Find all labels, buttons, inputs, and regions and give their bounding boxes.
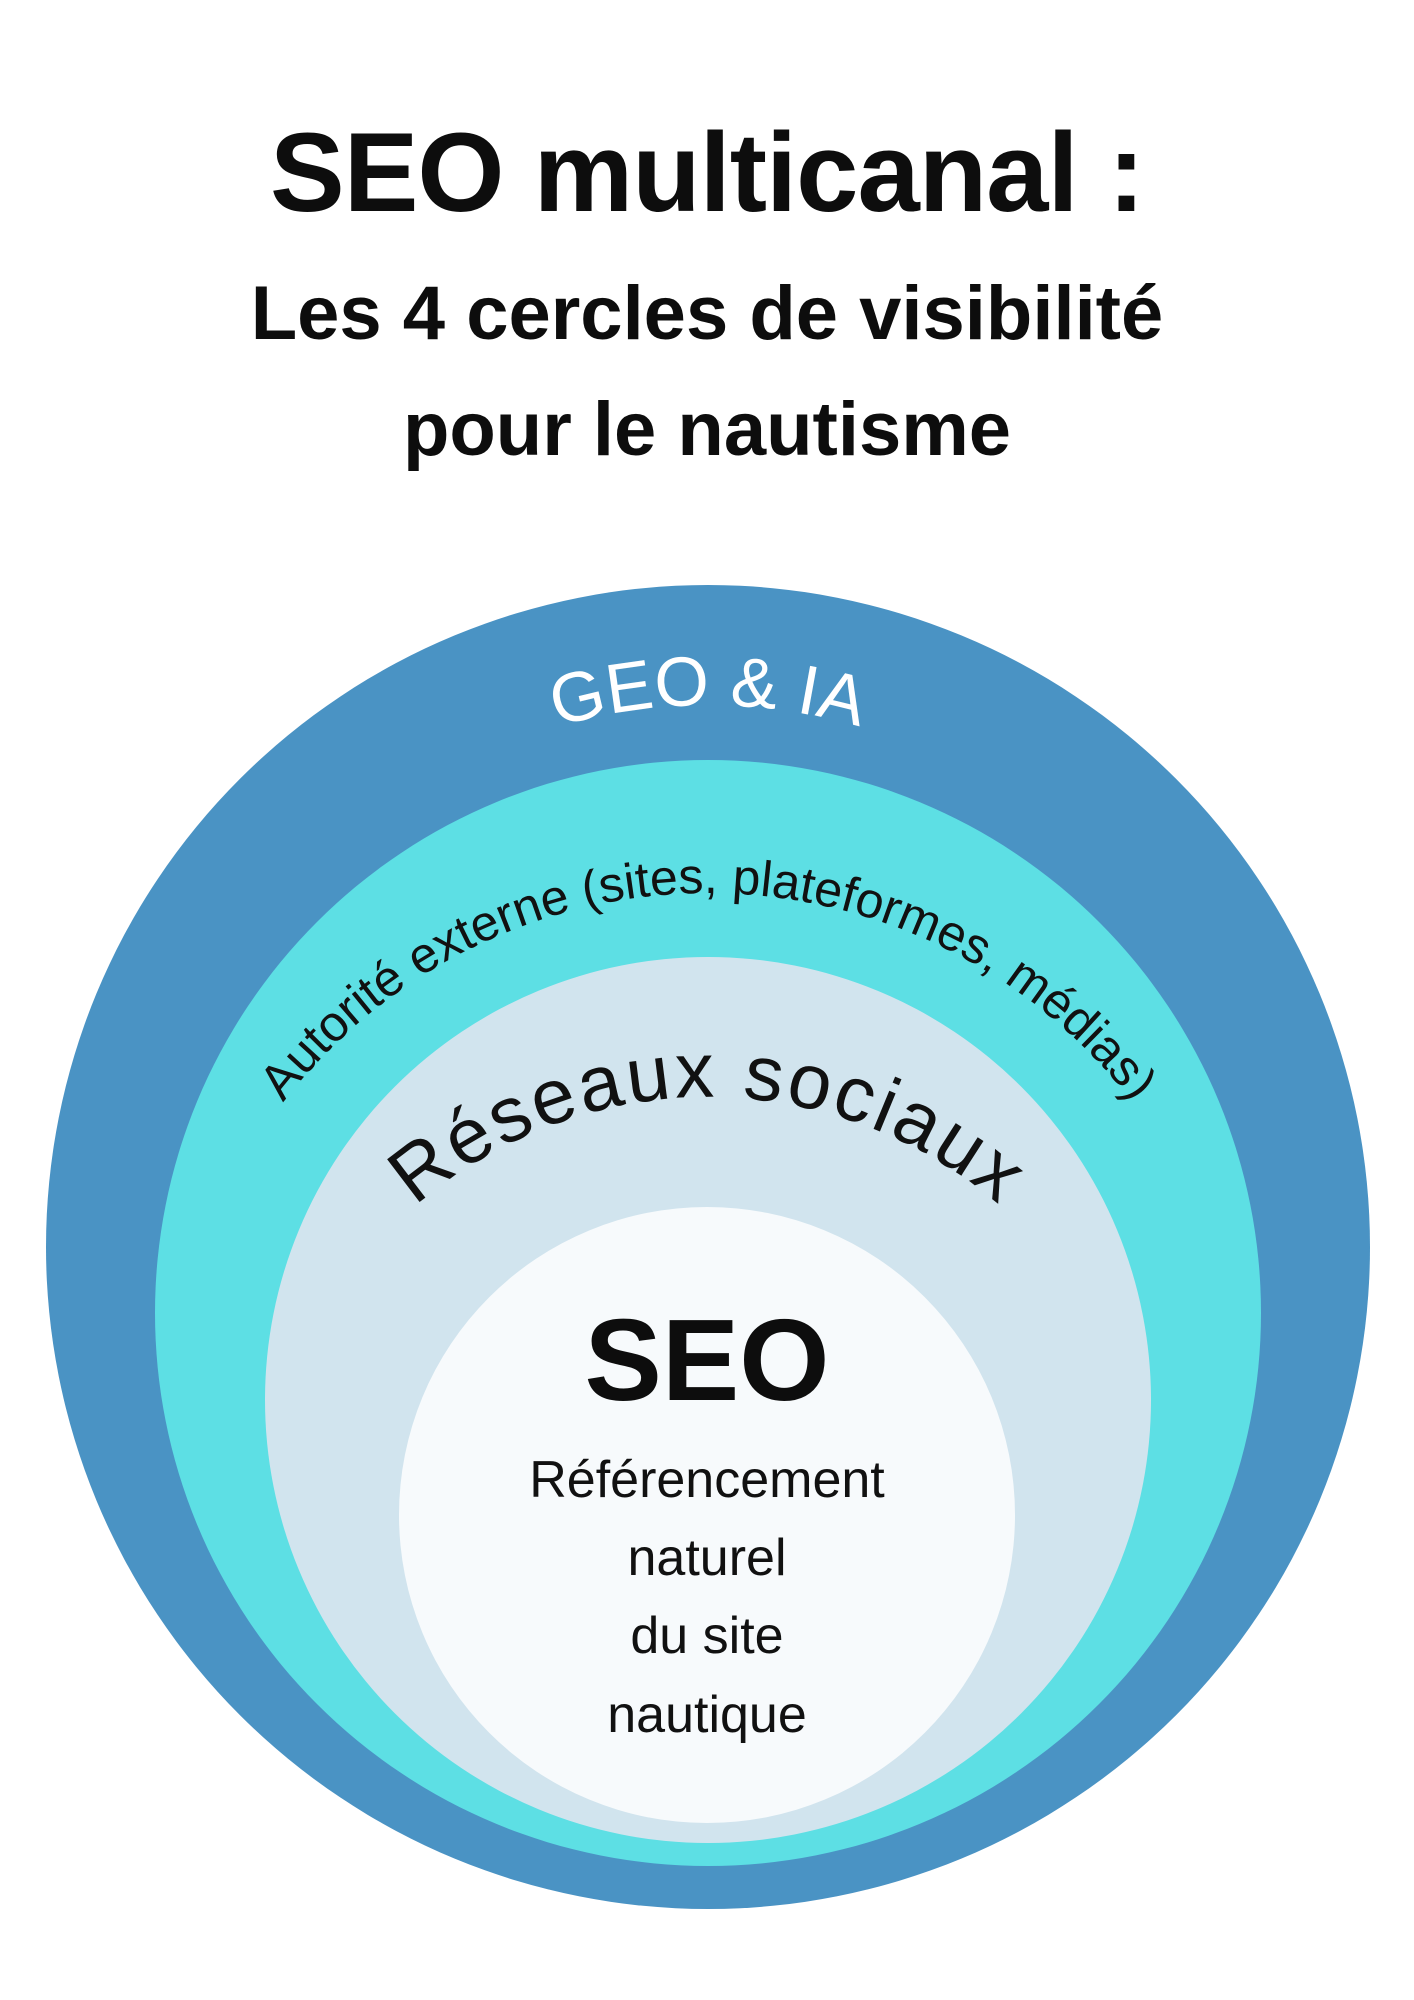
- seo-description-line: Référencement: [529, 1451, 885, 1509]
- seo-description-line: nautique: [607, 1686, 807, 1744]
- label-seo: SEO: [585, 1295, 830, 1425]
- seo-description-line: naturel: [628, 1529, 787, 1587]
- page-subtitle-line-1: Les 4 cercles de visibilité: [250, 271, 1164, 356]
- seo-description-line: du site: [630, 1607, 783, 1665]
- page-subtitle-line-2: pour le nautisme: [402, 387, 1012, 472]
- page-title: SEO multicanal :: [270, 110, 1145, 235]
- circle-seo: [399, 1207, 1015, 1823]
